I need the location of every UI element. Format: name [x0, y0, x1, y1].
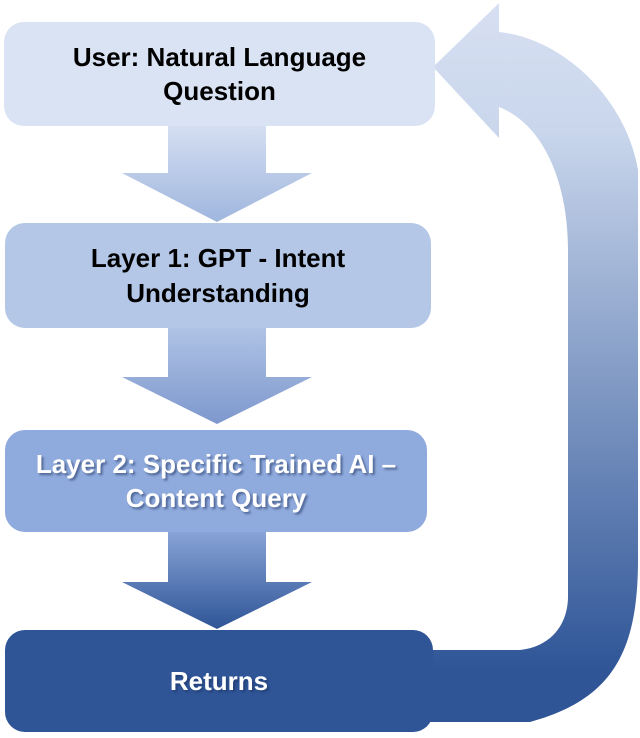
node-user-label: User: Natural Language Question [72, 41, 367, 106]
down-arrow-user-to-layer1 [122, 120, 312, 222]
node-layer1-label: Layer 1: GPT - Intent Understanding [90, 243, 346, 308]
node-returns: Returns [5, 630, 433, 732]
down-arrow-layer2-to-returns [122, 526, 312, 629]
node-layer2-label: Layer 2: Specific Trained AI – Content Q… [35, 448, 397, 513]
node-layer1-gpt-intent-understanding: Layer 1: GPT - Intent Understanding [5, 223, 431, 328]
node-returns-label: Returns [169, 665, 269, 696]
node-layer2-specific-trained-ai: Layer 2: Specific Trained AI – Content Q… [5, 430, 427, 532]
down-arrow-layer1-to-layer2 [122, 322, 312, 424]
node-user-natural-language-question: User: Natural Language Question [4, 22, 435, 126]
return-loop-arrow [430, 3, 638, 722]
